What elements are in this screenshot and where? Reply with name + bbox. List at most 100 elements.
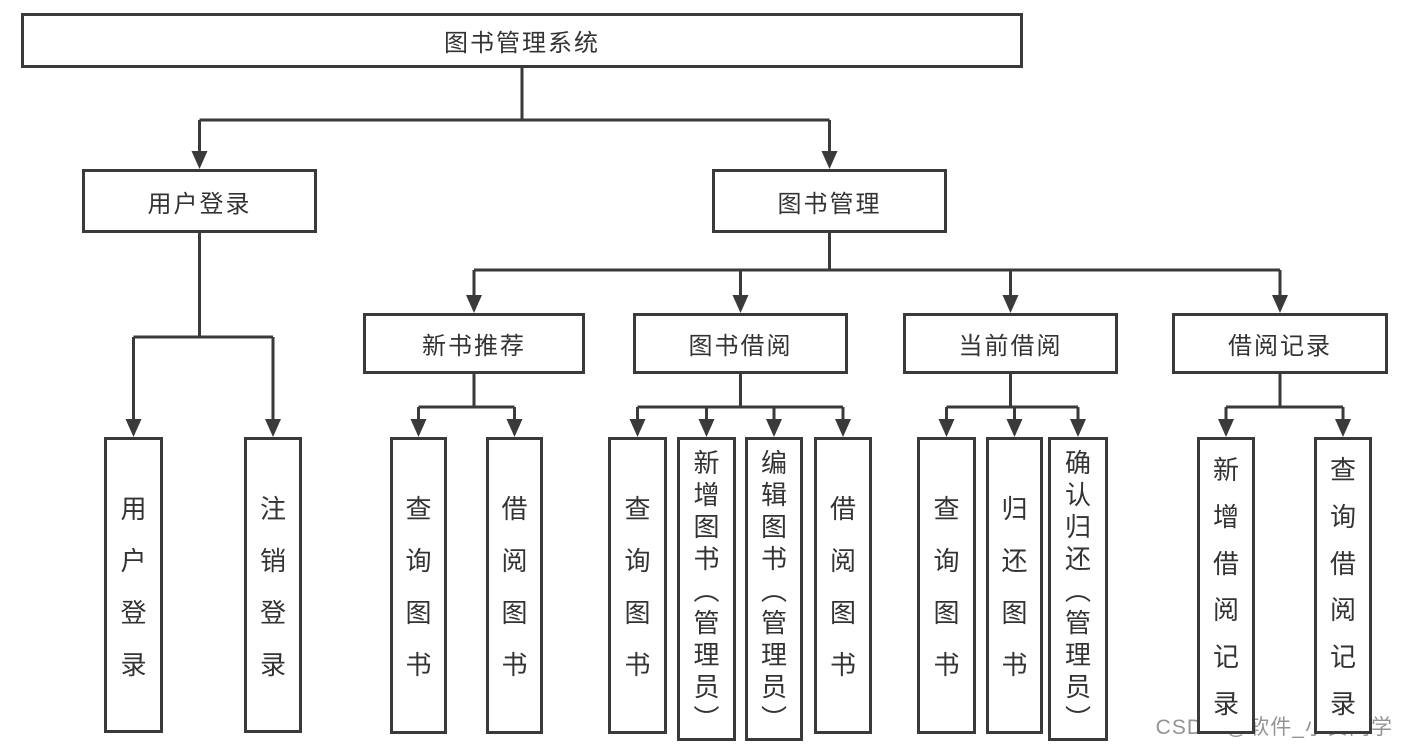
label-char: 管 xyxy=(1064,607,1091,638)
node-label: 图书管理系统 xyxy=(444,30,600,57)
label-char: 借 xyxy=(1212,548,1239,579)
label-char: 阅 xyxy=(1329,595,1356,626)
node-leaf-bb-borrow: 借阅图书 xyxy=(814,437,872,734)
label-char: 认 xyxy=(1064,479,1091,510)
label-char: 记 xyxy=(1212,642,1239,673)
label-char: 书 xyxy=(405,650,432,680)
label-char: 登 xyxy=(120,597,147,628)
label-char: 借 xyxy=(829,494,856,524)
arrowhead-icon xyxy=(821,151,838,169)
label-char: 阅 xyxy=(1212,595,1239,626)
node-root: 图书管理系统 xyxy=(21,13,1023,68)
label-char: ︵ xyxy=(760,575,787,606)
node-leaf-rec-query: 查询图书 xyxy=(390,437,447,734)
node-label: 查询借阅记录 xyxy=(1317,440,1369,731)
node-label: 借阅图书 xyxy=(817,440,869,731)
node-label: 编辑图书︵管理员︶ xyxy=(748,440,800,738)
node-leaf-rec-borrow: 借阅图书 xyxy=(486,437,543,734)
node-leaf-bb-add: 新增图书︵管理员︶ xyxy=(677,437,736,741)
node-book-mgmt: 图书管理 xyxy=(712,169,947,233)
label-char: 阅 xyxy=(501,546,528,576)
node-leaf-bb-edit: 编辑图书︵管理员︶ xyxy=(745,437,803,741)
node-leaf-user-login: 用户登录 xyxy=(104,437,163,733)
arrowhead-icon xyxy=(1335,419,1351,437)
label-char: 查 xyxy=(1329,454,1356,485)
arrowhead-icon xyxy=(1006,419,1023,437)
label-char: 新 xyxy=(1212,454,1239,485)
label-char: 增 xyxy=(693,479,720,510)
label-char: 阅 xyxy=(829,546,856,576)
node-label: 新增借阅记录 xyxy=(1200,440,1252,731)
label-char: 还 xyxy=(1064,543,1091,574)
node-label: 查询图书 xyxy=(611,440,664,731)
label-char: 书 xyxy=(933,650,960,680)
arrowhead-icon xyxy=(1070,419,1086,437)
node-leaf-logout: 注销登录 xyxy=(244,437,302,733)
label-char: 书 xyxy=(1001,650,1028,680)
label-char: 录 xyxy=(120,649,147,680)
label-char: 录 xyxy=(259,649,286,680)
label-char: 归 xyxy=(1064,511,1091,542)
node-label: 新书推荐 xyxy=(422,333,526,360)
label-char: 增 xyxy=(1212,501,1239,532)
node-label: 借阅图书 xyxy=(489,440,540,731)
label-char: 登 xyxy=(259,597,286,628)
label-char: 询 xyxy=(1329,501,1356,532)
arrowhead-icon xyxy=(732,295,749,313)
label-char: 图 xyxy=(933,598,960,628)
node-label: 查询图书 xyxy=(393,440,444,731)
arrowhead-icon xyxy=(125,419,142,437)
node-label: 注销登录 xyxy=(247,440,299,730)
label-char: ︶ xyxy=(693,703,720,734)
label-char: ︶ xyxy=(1064,703,1091,734)
node-label: 归还图书 xyxy=(989,440,1040,731)
arrowhead-icon xyxy=(835,419,851,437)
label-char: 员 xyxy=(1064,671,1091,702)
label-char: 录 xyxy=(1329,689,1356,720)
label-char: 用 xyxy=(120,493,147,524)
label-char: 图 xyxy=(693,511,720,542)
label-char: 归 xyxy=(1001,494,1028,524)
label-char: 辑 xyxy=(760,479,787,510)
label-char: 确 xyxy=(1064,447,1091,478)
label-char: 户 xyxy=(120,545,147,576)
label-char: 员 xyxy=(693,671,720,702)
arrowhead-icon xyxy=(1272,295,1288,313)
label-char: 书 xyxy=(829,650,856,680)
label-char: 还 xyxy=(1001,546,1028,576)
arrowhead-icon xyxy=(1218,419,1234,437)
label-char: 理 xyxy=(1064,639,1091,670)
arrowhead-icon xyxy=(766,419,782,437)
node-label: 查询图书 xyxy=(920,440,973,731)
node-label: 用户登录 xyxy=(147,190,252,218)
node-current-borrow: 当前借阅 xyxy=(903,313,1118,374)
node-book-borrow: 图书借阅 xyxy=(633,313,848,374)
label-char: 记 xyxy=(1329,642,1356,673)
node-leaf-br-add: 新增借阅记录 xyxy=(1197,437,1255,734)
arrowhead-icon xyxy=(698,419,715,437)
label-char: 询 xyxy=(405,546,432,576)
label-char: 图 xyxy=(760,511,787,542)
arrowhead-icon xyxy=(1002,295,1019,313)
label-char: 管 xyxy=(760,607,787,638)
label-char: ︵ xyxy=(693,575,720,606)
node-leaf-cb-confirm: 确认归还︵管理员︶ xyxy=(1048,437,1108,741)
node-user-login: 用户登录 xyxy=(82,169,317,233)
node-leaf-bb-query: 查询图书 xyxy=(608,437,667,734)
label-char: 注 xyxy=(259,493,286,524)
label-char: 录 xyxy=(1212,689,1239,720)
node-label: 确认归还︵管理员︶ xyxy=(1051,440,1105,738)
label-char: 图 xyxy=(829,598,856,628)
label-char: 书 xyxy=(693,543,720,574)
label-char: 员 xyxy=(760,671,787,702)
label-char: 书 xyxy=(501,650,528,680)
label-char: 管 xyxy=(693,607,720,638)
arrowhead-icon xyxy=(938,419,955,437)
label-char: 查 xyxy=(624,494,651,524)
node-leaf-cb-return: 归还图书 xyxy=(986,437,1043,734)
arrowhead-icon xyxy=(629,419,646,437)
arrowhead-icon xyxy=(506,419,523,437)
label-char: 图 xyxy=(1001,598,1028,628)
label-char: 图 xyxy=(624,598,651,628)
node-label: 图书管理 xyxy=(777,190,882,218)
